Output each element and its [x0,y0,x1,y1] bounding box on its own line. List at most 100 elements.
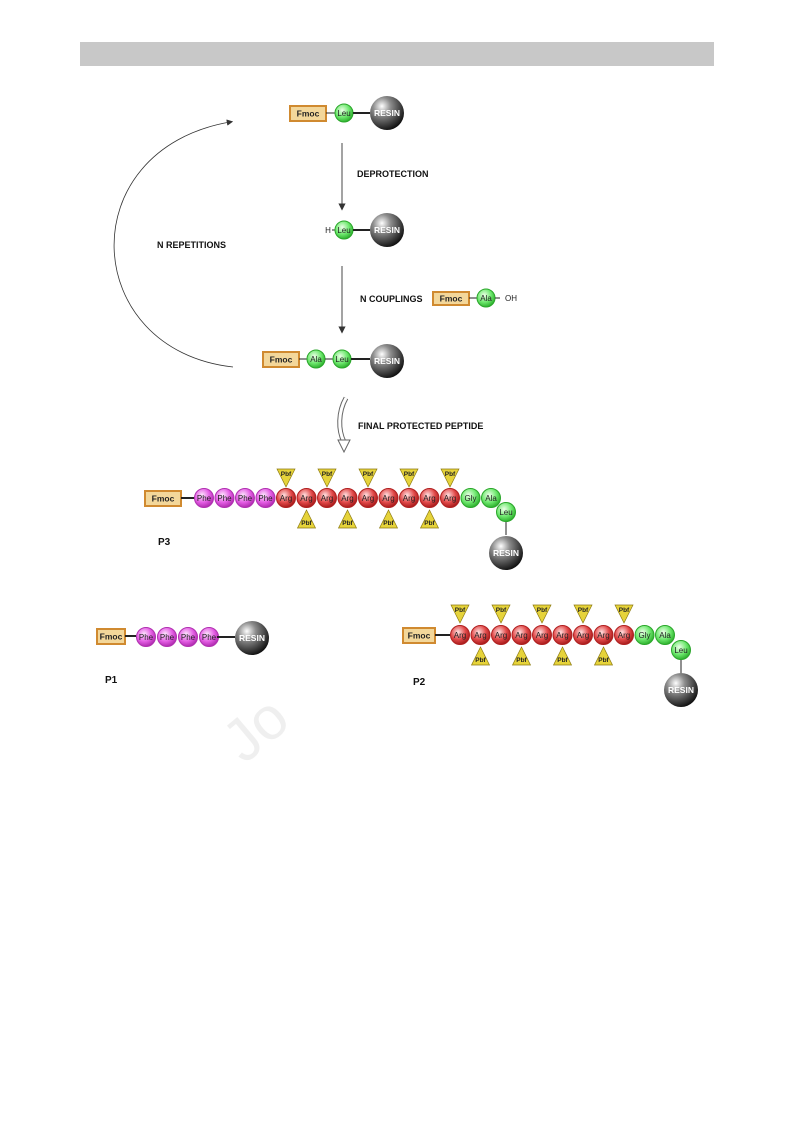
residue-arg [614,625,634,645]
residue-arg [511,625,532,645]
residue-label-ala: Ala [310,355,322,364]
residue-label-arg: Arg [382,494,394,503]
residue-arg [573,625,593,645]
residue-arg [532,625,552,645]
repetition-cycle-arrow [113,119,234,368]
residue-phe [178,627,198,647]
fmoc-label: Fmoc [408,631,431,641]
residue-gly [460,488,481,508]
residue-arg [358,488,378,508]
residue-label-leu: Leu [499,508,512,517]
pbf-protecting-group [276,468,296,488]
resin-label: RESIN [668,685,694,695]
resin-label: RESIN [374,108,400,118]
residue-gly [634,625,655,645]
residue-label-arg: Arg [454,631,466,640]
final-peptide-arrow [337,396,351,454]
residue-arg [552,625,573,645]
resin-bead [235,621,269,655]
pbf-label: Pbf [578,607,589,614]
p3-label: P3 [158,537,171,548]
pbf-label: Pbf [619,607,630,614]
residue-label-arg: Arg [577,631,589,640]
fmoc-label: Fmoc [100,632,123,642]
residue-label-arg: Arg [495,631,507,640]
pbf-protecting-group [552,646,573,666]
residue-label-phe: Phe [258,494,273,503]
resin-label: RESIN [374,225,400,235]
residue-arg [337,488,358,508]
residue-leu [496,502,516,522]
deprotection-label: DEPROTECTION [357,169,429,179]
pbf-label: Pbf [445,471,456,478]
header-bar [80,42,714,66]
residue-ala [481,488,501,508]
residue-label-leu: Leu [337,109,350,118]
pbf-label: Pbf [424,520,435,527]
residue-label-phe: Phe [238,494,253,503]
residue-arg [296,488,317,508]
pbf-protecting-group [419,509,440,529]
pbf-label: Pbf [516,657,527,664]
residue-phe [136,627,156,647]
residue-phe [194,488,214,508]
residue-phe [214,488,235,508]
pbf-protecting-group [614,604,634,624]
residue-arg [419,488,440,508]
residue-arg [276,488,296,508]
pbf-protecting-group [511,646,532,666]
pbf-label: Pbf [455,607,466,614]
residue-label-arg: Arg [321,494,333,503]
residue-phe [157,627,177,647]
pbf-label: Pbf [496,607,507,614]
residue-label-ala: Ala [485,494,497,503]
pbf-label: Pbf [537,607,548,614]
pbf-label: Pbf [475,657,486,664]
residue-label-arg: Arg [362,494,374,503]
residue-label-ala: Ala [480,294,492,303]
residue-phe [255,488,276,508]
pbf-protecting-group [470,646,491,666]
pbf-protecting-group [440,468,460,488]
pbf-label: Pbf [598,657,609,664]
residue-label-phe: Phe [197,494,212,503]
pbf-protecting-group [358,468,378,488]
fmoc-label: Fmoc [152,494,175,504]
resin-label: RESIN [493,548,519,558]
pbf-protecting-group [378,509,399,529]
pbf-protecting-group [317,468,337,488]
fmoc-label: Fmoc [297,109,320,119]
residue-label-phe: Phe [202,633,217,642]
resin-label: RESIN [374,356,400,366]
pbf-label: Pbf [383,520,394,527]
pbf-protecting-group [337,509,358,529]
residue-label-arg: Arg [300,494,312,503]
residue-label-leu: Leu [335,355,348,364]
residue-label-arg: Arg [280,494,292,503]
pbf-label: Pbf [404,471,415,478]
pbf-label: Pbf [342,520,353,527]
pbf-protecting-group [399,468,419,488]
residue-leu [671,640,691,660]
residue-label-leu: Leu [337,226,350,235]
resin-bead [370,96,404,130]
residue-label-arg: Arg [423,494,435,503]
fmoc-label: Fmoc [270,355,293,365]
pbf-protecting-group [593,646,614,666]
resin-label: RESIN [239,633,265,643]
residue-arg [593,625,614,645]
resin-bead [664,673,698,707]
resin-bead [489,536,523,570]
final-protected-peptide-label: FINAL PROTECTED PEPTIDE [358,421,483,431]
fmoc-label: Fmoc [440,294,463,304]
residue-label-arg: Arg [341,494,353,503]
residue-label-phe: Phe [217,494,232,503]
pbf-protecting-group [450,604,470,624]
pbf-protecting-group [532,604,552,624]
h-terminus-label: H [325,226,331,235]
residue-label-phe: Phe [160,633,175,642]
residue-label-arg: Arg [556,631,568,640]
residue-arg [491,625,511,645]
